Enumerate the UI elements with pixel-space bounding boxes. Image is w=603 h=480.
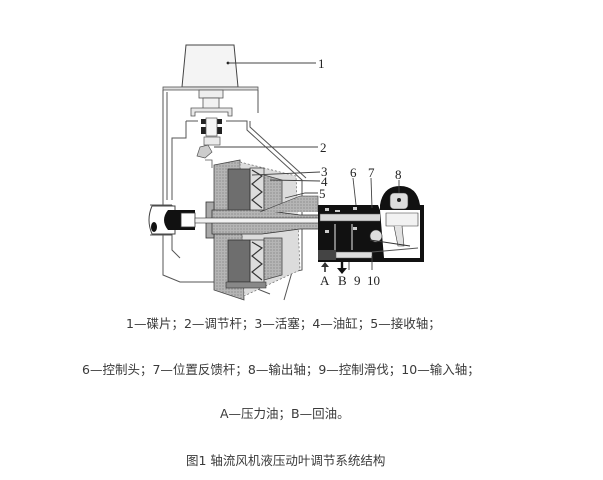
callout-7: 7 xyxy=(368,165,375,180)
callout-3: 3 xyxy=(321,164,328,179)
callout-9: 9 xyxy=(354,273,361,288)
callout-4: 4 xyxy=(321,174,328,189)
return-oil-arrow-icon xyxy=(337,262,347,274)
disc-part-1 xyxy=(162,44,259,146)
callout-1: 1 xyxy=(318,56,325,71)
callout-5: 5 xyxy=(319,186,326,201)
feedback-housing xyxy=(369,186,424,262)
callout-6: 6 xyxy=(350,165,357,180)
callout-A: A xyxy=(320,273,330,288)
left-end-cap xyxy=(148,205,196,235)
callout-8: 8 xyxy=(395,167,402,182)
pressure-oil-arrow-icon xyxy=(321,262,329,272)
figure-caption: 图1 轴流风机液压动叶调节系统结构 xyxy=(186,453,386,468)
callout-leaders xyxy=(214,62,400,270)
diagram-drawing xyxy=(148,44,424,301)
legend-line-parts-6-10: 6—控制头；7—位置反馈杆；8—输出轴；9—控制滑伐；10—输入轴； xyxy=(82,362,480,377)
legend-line-oil: A—压力油；B—回油。 xyxy=(220,406,350,421)
hydraulic-blade-adjustment-diagram: 1 2 3 4 5 6 7 8 A B 9 10 xyxy=(148,44,424,301)
callout-2: 2 xyxy=(320,140,327,155)
callout-10: 10 xyxy=(367,273,380,288)
legend-line-parts-1-5: 1—碟片；2—调节杆；3—活塞；4—油缸；5—接收轴； xyxy=(126,316,441,331)
callout-B: B xyxy=(338,273,347,288)
